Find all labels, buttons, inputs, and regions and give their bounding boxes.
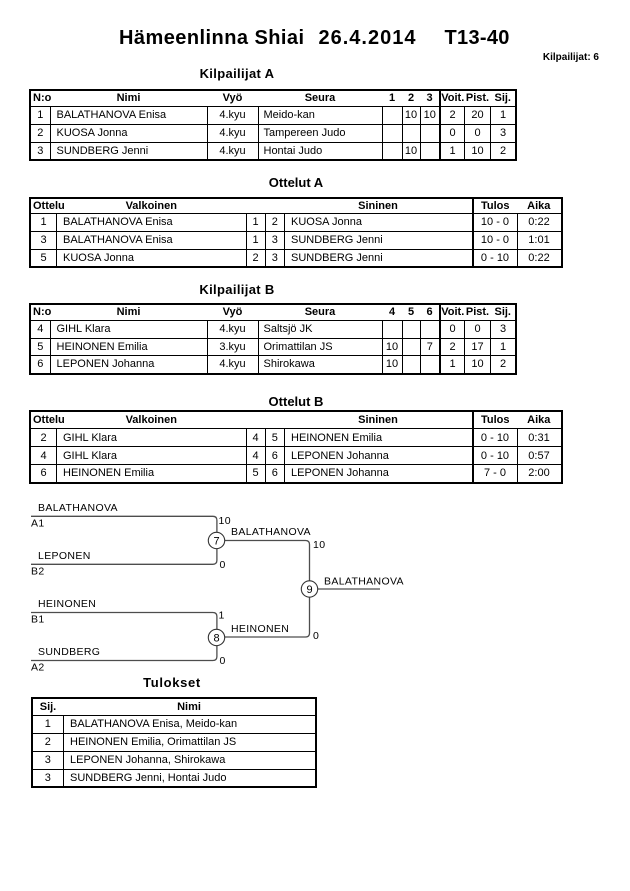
svg-text:1: 1: [219, 610, 225, 622]
svg-text:BALATHANOVA: BALATHANOVA: [231, 526, 311, 538]
svg-text:9: 9: [307, 584, 313, 596]
svg-text:HEINONEN: HEINONEN: [231, 623, 289, 635]
svg-text:0: 0: [220, 655, 226, 667]
svg-text:A1: A1: [31, 518, 45, 530]
svg-text:10: 10: [219, 515, 231, 527]
svg-text:10: 10: [313, 539, 325, 551]
svg-text:8: 8: [214, 633, 220, 645]
svg-text:0: 0: [313, 630, 319, 642]
svg-text:B1: B1: [31, 614, 45, 626]
svg-text:7: 7: [214, 536, 220, 548]
svg-text:B2: B2: [31, 566, 45, 578]
svg-text:LEPONEN: LEPONEN: [38, 550, 91, 562]
svg-text:A2: A2: [31, 662, 45, 674]
svg-text:BALATHANOVA: BALATHANOVA: [38, 502, 118, 514]
svg-text:BALATHANOVA: BALATHANOVA: [324, 576, 404, 588]
svg-text:0: 0: [220, 559, 226, 571]
svg-text:SUNDBERG: SUNDBERG: [38, 646, 100, 658]
svg-text:HEINONEN: HEINONEN: [38, 598, 96, 610]
